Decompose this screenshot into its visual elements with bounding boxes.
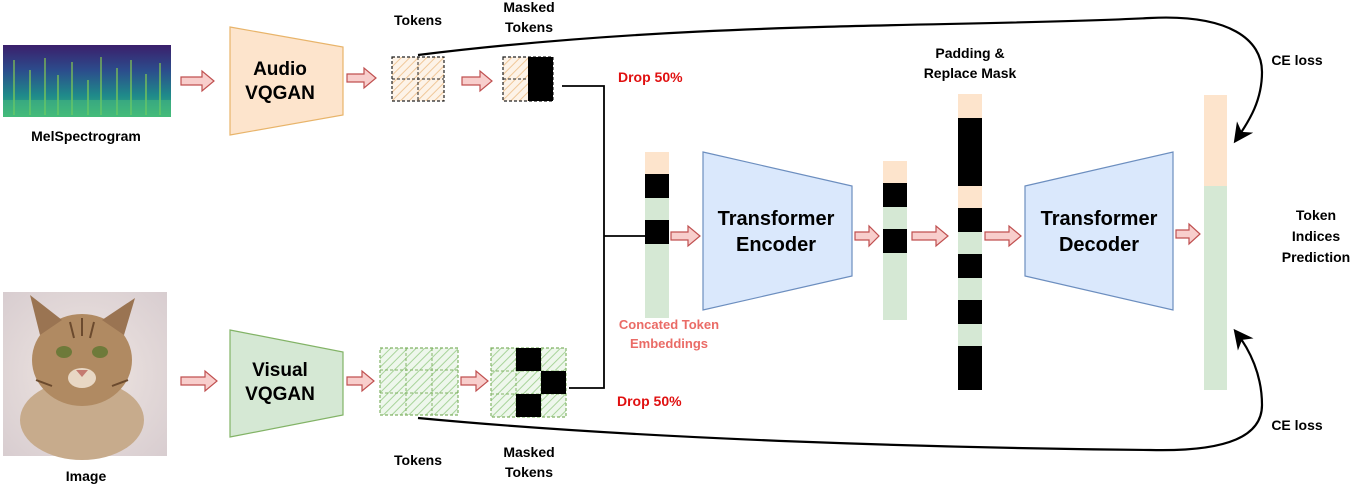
transformer-encoder-block xyxy=(702,151,853,311)
arrow-visual-to-tokens xyxy=(346,369,375,393)
concat-label-line2: Embeddings xyxy=(630,336,708,351)
decoder-label-line2: Decoder xyxy=(1059,234,1139,256)
audio-vqgan-block xyxy=(229,26,344,136)
visual-masked-label-line1: Masked xyxy=(503,444,554,460)
flow-arrows xyxy=(180,66,1201,393)
concat-embeddings-column xyxy=(645,152,669,318)
ce-loss-curve-top xyxy=(417,16,1264,144)
output-label-line3: Prediction xyxy=(1282,249,1350,265)
arrow-audio-to-tokens xyxy=(346,66,377,90)
arrow-encoder-to-latent xyxy=(854,224,880,248)
ce-loss-top-label: CE loss xyxy=(1271,52,1323,68)
image-label: Image xyxy=(66,468,107,484)
arrow-decoder-to-output xyxy=(1175,222,1201,246)
spectrogram-label: MelSpectrogram xyxy=(31,128,141,144)
audio-tokens-grid xyxy=(391,56,445,102)
output-prediction-column xyxy=(1204,95,1227,390)
encoder-label-line1: Transformer xyxy=(718,208,835,230)
transformer-decoder-block xyxy=(1024,151,1174,311)
cat-image xyxy=(3,292,167,460)
arrow-concat-to-encoder xyxy=(670,224,701,248)
ce-loss-curve-bottom xyxy=(417,328,1264,452)
audio-masked-label-line2: Tokens xyxy=(505,19,553,35)
audio-drop-label: Drop 50% xyxy=(618,69,683,85)
padding-label-line2: Replace Mask xyxy=(924,65,1017,81)
audio-masked-tokens-grid xyxy=(502,56,554,102)
arrow-spec-to-audio xyxy=(180,69,215,93)
padded-sequence-column xyxy=(958,94,982,390)
visual-vqgan-block xyxy=(229,329,344,438)
visual-vqgan-line2: VQGAN xyxy=(245,384,315,405)
visual-drop-label: Drop 50% xyxy=(617,393,682,409)
mel-spectrogram-image xyxy=(3,45,171,117)
padding-label-line1: Padding & xyxy=(935,45,1004,61)
output-label-line1: Token xyxy=(1296,207,1336,223)
audio-vqgan-line2: VQGAN xyxy=(245,83,315,104)
audio-masked-label-line1: Masked xyxy=(503,0,554,15)
concat-label-line1: Concated Token xyxy=(619,317,719,332)
visual-tokens-label: Tokens xyxy=(394,452,442,468)
arrow-tokens-to-masked-audio xyxy=(461,69,493,93)
visual-masked-label-line2: Tokens xyxy=(505,464,553,480)
arrow-image-to-visual xyxy=(180,369,218,393)
visual-masked-tokens-grid xyxy=(490,347,567,418)
ce-loss-bottom-label: CE loss xyxy=(1271,417,1323,433)
visual-vqgan-line1: Visual xyxy=(252,360,308,381)
concat-connectors xyxy=(562,85,645,389)
decoder-label-line1: Transformer xyxy=(1041,208,1158,230)
arrow-latent-to-padding xyxy=(911,224,949,248)
encoder-label-line2: Encoder xyxy=(736,234,816,256)
audio-tokens-label: Tokens xyxy=(394,12,442,28)
audio-vqgan-line1: Audio xyxy=(253,59,307,80)
encoder-output-column xyxy=(883,161,907,320)
output-label-line2: Indices xyxy=(1292,228,1340,244)
arrow-padding-to-decoder xyxy=(984,224,1022,248)
visual-tokens-grid xyxy=(379,347,459,416)
arrow-tokens-to-masked-visual xyxy=(460,369,489,393)
